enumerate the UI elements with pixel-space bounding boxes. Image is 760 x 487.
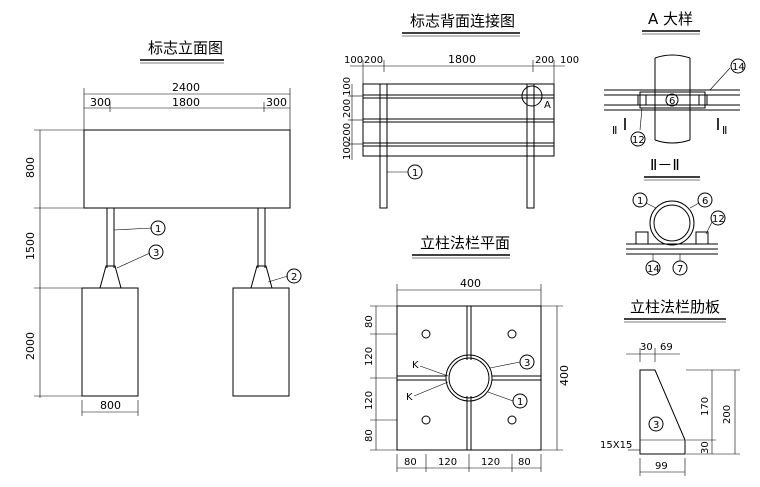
foundation-right	[232, 287, 290, 397]
svg-text:120: 120	[364, 347, 375, 366]
svg-text:200: 200	[722, 405, 733, 424]
section-ii-title: Ⅱ－Ⅱ	[650, 156, 680, 174]
plan-callout-1	[512, 393, 528, 409]
svg-text:99: 99	[655, 461, 668, 472]
elevation-view: 标志立面图 2400 300 1800 300 800 1500	[24, 39, 302, 416]
svg-text:3: 3	[153, 248, 159, 259]
section-callout-1	[632, 192, 648, 208]
svg-text:12: 12	[712, 214, 725, 225]
svg-text:12: 12	[632, 135, 645, 146]
svg-text:200: 200	[535, 55, 554, 66]
sign-panel	[83, 129, 291, 209]
section-ii-view: Ⅱ－Ⅱ 1 6 12 14 7	[626, 156, 726, 276]
svg-text:80: 80	[364, 315, 375, 328]
svg-text:A: A	[544, 100, 551, 111]
svg-text:3: 3	[524, 358, 530, 369]
svg-text:3: 3	[653, 420, 659, 431]
svg-text:2: 2	[291, 272, 297, 283]
svg-text:K: K	[406, 392, 413, 403]
dim-panel-height: 800	[24, 157, 37, 178]
callout-1	[150, 220, 166, 236]
back-connection-view: 标志背面连接图 100 200 1800 200 100 A 100 200 2…	[342, 12, 579, 209]
flange-plan-title: 立柱法栏平面	[420, 234, 510, 252]
svg-text:1: 1	[637, 196, 643, 207]
detail-a-view: A 大样 6 14 12 Ⅱ Ⅱ	[604, 10, 746, 147]
svg-text:200: 200	[342, 123, 353, 142]
rib-plate-title: 立柱法栏肋板	[630, 298, 720, 316]
svg-text:170: 170	[700, 397, 711, 416]
svg-text:100: 100	[342, 77, 353, 96]
dim-post-spacing: 1800	[172, 96, 200, 109]
svg-text:6: 6	[702, 196, 708, 207]
svg-text:6: 6	[669, 96, 675, 107]
section-callout-6	[697, 192, 713, 208]
svg-text:80: 80	[364, 429, 375, 442]
dim-right-offset: 300	[266, 96, 287, 109]
svg-text:120: 120	[364, 391, 375, 410]
svg-text:69: 69	[660, 342, 673, 353]
foundation-left	[81, 287, 139, 397]
callout-2	[286, 268, 302, 284]
svg-text:200: 200	[342, 99, 353, 118]
svg-text:120: 120	[438, 457, 457, 468]
svg-text:100: 100	[342, 141, 353, 160]
svg-text:200: 200	[364, 55, 383, 66]
svg-text:1: 1	[412, 168, 418, 179]
svg-text:80: 80	[518, 457, 531, 468]
svg-text:Ⅱ: Ⅱ	[722, 124, 727, 137]
detail-callout-14	[730, 58, 746, 74]
rib-chamfer-label: 15X15	[600, 440, 632, 451]
callout-3	[148, 244, 164, 260]
dim-total-width: 2400	[172, 81, 200, 94]
section-callout-12	[710, 210, 726, 226]
detail-callout-12	[630, 131, 646, 147]
svg-text:1: 1	[517, 397, 523, 408]
svg-text:80: 80	[404, 457, 417, 468]
dim-back-span: 1800	[448, 53, 476, 66]
svg-text:Ⅱ: Ⅱ	[612, 124, 617, 137]
svg-text:K: K	[412, 360, 419, 371]
dim-post-height: 1500	[24, 232, 37, 260]
dim-foundation-width: 800	[100, 399, 121, 412]
flange-plate	[396, 305, 542, 451]
elevation-title: 标志立面图	[148, 39, 223, 57]
dim-foundation-height: 2000	[24, 332, 37, 360]
back-callout-1	[407, 164, 423, 180]
svg-text:30: 30	[640, 342, 653, 353]
rib-callout-3	[648, 416, 664, 432]
svg-text:14: 14	[647, 264, 660, 275]
svg-text:7: 7	[677, 264, 683, 275]
dim-flange-height: 400	[558, 365, 571, 386]
rib-plate	[639, 369, 686, 455]
svg-text:14: 14	[732, 62, 745, 73]
back-connection-title: 标志背面连接图	[410, 12, 515, 30]
detail-a-title: A 大样	[648, 10, 693, 28]
svg-text:120: 120	[481, 457, 500, 468]
svg-text:30: 30	[700, 441, 711, 454]
plan-callout-3	[519, 354, 535, 370]
svg-text:1: 1	[155, 224, 161, 235]
detail-a-marker	[521, 85, 543, 107]
flange-plan-view: 立柱法栏平面 400 400	[364, 234, 571, 472]
dim-flange-width: 400	[460, 277, 481, 290]
svg-text:100: 100	[344, 55, 363, 66]
dim-left-offset: 300	[90, 96, 111, 109]
svg-text:100: 100	[560, 55, 579, 66]
rib-plate-view: 立柱法栏肋板 30 69 3 15X15 170 200 30 99	[600, 298, 740, 476]
